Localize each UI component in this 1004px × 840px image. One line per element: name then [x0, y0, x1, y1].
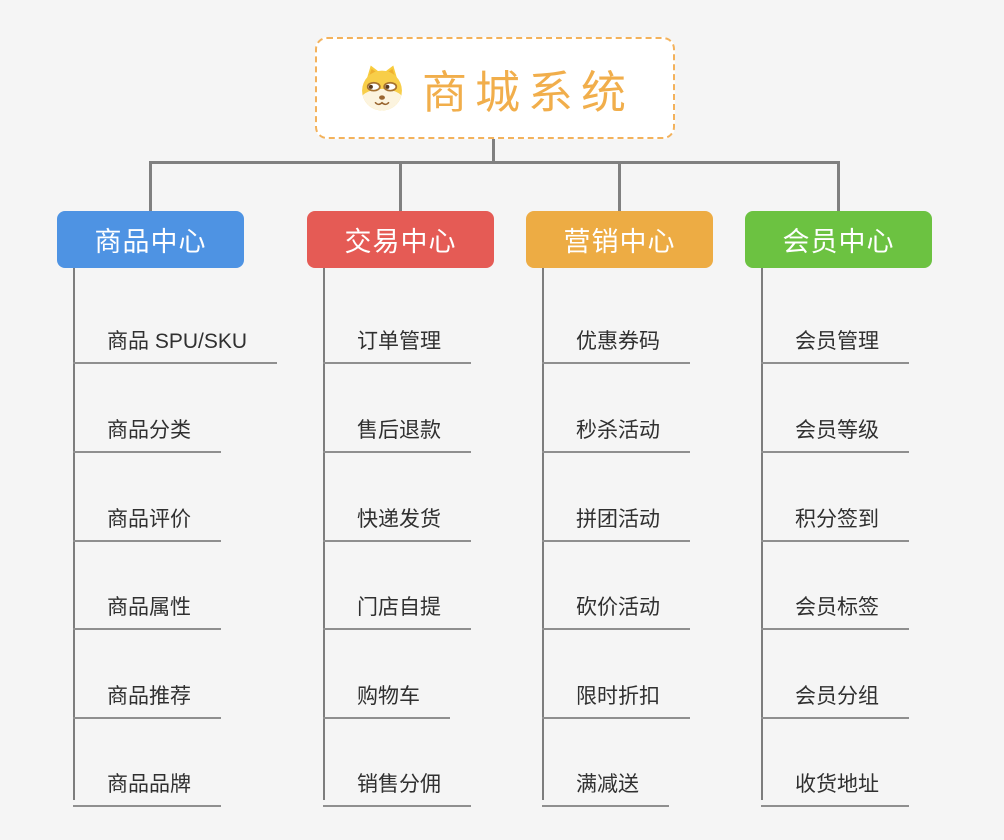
- leaf-node[interactable]: 会员标签: [761, 579, 909, 630]
- leaf-node[interactable]: 会员等级: [761, 402, 909, 453]
- leaf-label: 商品 SPU/SKU: [107, 330, 248, 353]
- branch-node[interactable]: 营销中心: [526, 211, 713, 268]
- leaf-node[interactable]: 商品品牌: [73, 756, 221, 807]
- leaf-node[interactable]: 售后退款: [323, 402, 471, 453]
- leaf-node[interactable]: 积分签到: [761, 491, 909, 542]
- leaf-node[interactable]: 门店自提: [323, 579, 471, 630]
- branch-label: 交易中心: [344, 227, 457, 257]
- leaf-node[interactable]: 会员分组: [761, 668, 909, 719]
- branch-node[interactable]: 交易中心: [307, 211, 494, 268]
- leaf-label: 会员标签: [795, 596, 879, 619]
- leaf-label: 售后退款: [357, 419, 441, 442]
- leaf-node[interactable]: 商品 SPU/SKU: [73, 313, 278, 364]
- leaf-node[interactable]: 购物车: [323, 668, 450, 719]
- leaf-label: 砍价活动: [576, 596, 660, 619]
- leaf-node[interactable]: 销售分佣: [323, 756, 471, 807]
- leaf-label: 满减送: [576, 773, 639, 796]
- branch-node[interactable]: 会员中心: [745, 211, 932, 268]
- branch-label: 会员中心: [782, 227, 895, 257]
- leaf-node[interactable]: 订单管理: [323, 313, 471, 364]
- connector-trunk: [542, 268, 544, 800]
- leaf-label: 限时折扣: [576, 685, 660, 708]
- connector-stub: [837, 161, 840, 211]
- leaf-label: 优惠券码: [576, 330, 660, 353]
- leaf-node[interactable]: 商品属性: [73, 579, 221, 630]
- connector-bus: [149, 161, 840, 164]
- leaf-label: 购物车: [357, 685, 420, 708]
- connector-root-drop: [492, 139, 495, 164]
- leaf-label: 订单管理: [357, 330, 441, 353]
- leaf-label: 商品属性: [107, 596, 191, 619]
- root-node-title: 商城系统: [421, 66, 634, 118]
- dog-face-icon: [362, 65, 402, 111]
- branch-label: 营销中心: [563, 227, 676, 257]
- root-node-mall-system[interactable]: 商城系统: [315, 37, 675, 139]
- leaf-node[interactable]: 拼团活动: [542, 491, 690, 542]
- leaf-label: 门店自提: [357, 596, 441, 619]
- leaf-label: 收货地址: [795, 773, 879, 796]
- leaf-label: 商品评价: [107, 508, 191, 531]
- connector-stub: [149, 161, 152, 211]
- leaf-node[interactable]: 收货地址: [761, 756, 909, 807]
- connector-trunk: [323, 268, 325, 800]
- leaf-label: 积分签到: [795, 508, 879, 531]
- connector-stub: [618, 161, 621, 211]
- leaf-label: 会员分组: [795, 685, 879, 708]
- leaf-label: 商品推荐: [107, 685, 191, 708]
- leaf-node[interactable]: 商品推荐: [73, 668, 221, 719]
- leaf-node[interactable]: 商品评价: [73, 491, 221, 542]
- leaf-node[interactable]: 秒杀活动: [542, 402, 690, 453]
- leaf-node[interactable]: 砍价活动: [542, 579, 690, 630]
- leaf-label: 秒杀活动: [576, 419, 660, 442]
- leaf-node[interactable]: 满减送: [542, 756, 669, 807]
- connector-trunk: [73, 268, 75, 800]
- leaf-label: 商品分类: [107, 419, 191, 442]
- leaf-node[interactable]: 优惠券码: [542, 313, 690, 364]
- connector-trunk: [761, 268, 763, 800]
- leaf-label: 销售分佣: [357, 773, 441, 796]
- connector-stub: [399, 161, 402, 211]
- branch-label: 商品中心: [94, 227, 207, 257]
- leaf-label: 会员管理: [795, 330, 879, 353]
- leaf-label: 会员等级: [795, 419, 879, 442]
- leaf-label: 拼团活动: [576, 508, 660, 531]
- leaf-label: 商品品牌: [107, 773, 191, 796]
- leaf-node[interactable]: 会员管理: [761, 313, 909, 364]
- leaf-node[interactable]: 限时折扣: [542, 668, 690, 719]
- branch-node[interactable]: 商品中心: [57, 211, 244, 268]
- leaf-node[interactable]: 快递发货: [323, 491, 471, 542]
- leaf-node[interactable]: 商品分类: [73, 402, 221, 453]
- leaf-label: 快递发货: [357, 508, 441, 531]
